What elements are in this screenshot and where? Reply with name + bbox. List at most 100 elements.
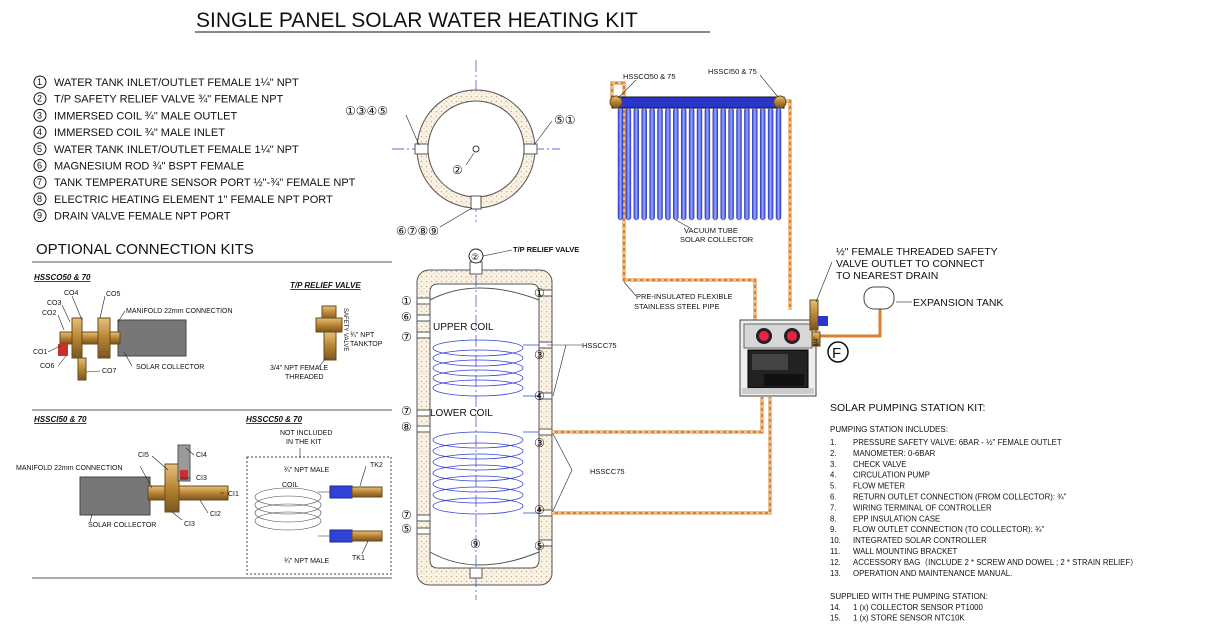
supplied-heading: SUPPLIED WITH THE PUMPING STATION: <box>830 592 988 601</box>
svg-text:CO4: CO4 <box>64 290 79 297</box>
svg-text:②: ② <box>471 252 479 262</box>
legend-number: 8 <box>37 194 42 204</box>
svg-text:VALVE OUTLET TO CONNECT: VALVE OUTLET TO CONNECT <box>836 258 985 270</box>
vacuum-tube <box>720 107 726 221</box>
svg-text:TANKTOP: TANKTOP <box>350 341 383 348</box>
legend-number-circle <box>33 209 47 223</box>
includes-item: MANOMETER: 0-6BAR <box>853 449 936 458</box>
tank-port-label: ⑤ <box>534 539 545 553</box>
tank-port-label: ④ <box>534 503 545 517</box>
vacuum-tube <box>657 107 663 221</box>
legend-number: 7 <box>37 177 42 187</box>
includes-item: WIRING TERMINAL OF CONTROLLER <box>853 503 992 512</box>
tank-port-label: ④ <box>534 389 545 403</box>
tp-relief-valve-kit: T/P RELIEF VALVE SAFETY VALVE ¾" NPT TAN… <box>270 281 383 381</box>
lower-coil <box>432 431 540 515</box>
svg-text:HSSCC75: HSSCC75 <box>582 341 617 350</box>
includes-item: INTEGRATED SOLAR CONTROLLER <box>853 536 987 545</box>
svg-text:LOWER COIL: LOWER COIL <box>430 408 493 419</box>
svg-text:MANIFOLD 22mm CONNECTION: MANIFOLD 22mm CONNECTION <box>16 465 123 472</box>
vacuum-tube <box>760 107 766 221</box>
vacuum-tube <box>775 107 782 221</box>
svg-text:F: F <box>832 345 841 362</box>
includes-heading: PUMPING STATION INCLUDES: <box>830 425 948 434</box>
includes-item: EPP INSULATION CASE <box>853 514 940 523</box>
svg-text:SOLAR COLLECTOR: SOLAR COLLECTOR <box>88 522 156 529</box>
svg-text:3/4": 3/4" <box>814 337 820 347</box>
svg-text:TK2: TK2 <box>370 462 383 469</box>
legend-item: WATER TANK INLET/OUTLET FEMALE 1¼" NPT <box>54 77 299 89</box>
legend-item: DRAIN VALVE FEMALE NPT PORT <box>54 211 231 223</box>
page-title: SINGLE PANEL SOLAR WATER HEATING KIT <box>196 9 638 32</box>
vacuum-tube <box>767 107 774 221</box>
pumping-station: F 3/4" <box>739 299 849 397</box>
tank-port-label: ⑦ <box>401 404 412 418</box>
svg-text:VACUUM TUBE: VACUUM TUBE <box>684 226 738 235</box>
legend-number: 9 <box>37 211 42 221</box>
optional-kits-heading: OPTIONAL CONNECTION KITS <box>36 241 254 258</box>
includes-number: 3. <box>830 460 837 469</box>
svg-text:IN THE KIT: IN THE KIT <box>286 439 322 446</box>
safety-valve-note: ½" FEMALE THREADED SAFETY VALVE OUTLET T… <box>815 246 998 303</box>
vacuum-tube <box>688 107 695 221</box>
svg-text:CO7: CO7 <box>102 368 117 375</box>
legend-item: ELECTRIC HEATING ELEMENT 1" FEMALE NPT P… <box>54 194 333 206</box>
svg-text:STAINLESS STEEL PIPE: STAINLESS STEEL PIPE <box>634 302 719 311</box>
vacuum-tube-collector: HSSCO50 & 75 HSSCI50 & 75 VACUUM TUBE SO… <box>609 67 787 311</box>
includes-item: OPERATION AND MAINTENANCE MANUAL. <box>853 569 1012 578</box>
svg-text:CI3: CI3 <box>196 475 207 482</box>
includes-item: WALL MOUNTING BRACKET <box>853 547 957 556</box>
svg-text:CI5: CI5 <box>138 452 149 459</box>
hssci-kit: HSSCI50 & 70 CI5 CI4 CI3 CI1 CI2 CI3 MAN… <box>16 415 239 529</box>
includes-list: 1.PRESSURE SAFETY VALVE: 6BAR - ½" FEMAL… <box>830 438 1138 578</box>
svg-text:CO6: CO6 <box>40 363 55 370</box>
includes-number: 11. <box>830 547 840 556</box>
vacuum-tube <box>752 107 758 221</box>
svg-text:MANIFOLD 22mm CONNECTION: MANIFOLD 22mm CONNECTION <box>126 308 233 315</box>
includes-number: 8. <box>830 514 837 523</box>
includes-item: CHECK VALVE <box>853 460 906 469</box>
svg-text:SOLAR COLLECTOR: SOLAR COLLECTOR <box>136 364 204 371</box>
includes-number: 7. <box>830 503 837 512</box>
includes-number: 12. <box>830 558 841 567</box>
tank-port-label: ⑥ <box>401 310 412 324</box>
tank-port-label: ⑦ <box>401 508 412 522</box>
svg-text:UPPER COIL: UPPER COIL <box>433 322 494 333</box>
hssco-kit: HSSCO50 & 70 CO4 CO5 CO3 CO2 CO1 CO6 CO7… <box>33 273 233 381</box>
vacuum-tube <box>704 107 711 221</box>
legend-number-circle <box>33 175 47 189</box>
expansion-tank: EXPANSION TANK <box>863 286 1003 310</box>
svg-text:T/P RELIEF VALVE: T/P RELIEF VALVE <box>513 245 579 254</box>
svg-text:TK1: TK1 <box>352 555 365 562</box>
vacuum-tube <box>728 107 734 221</box>
supplied-item: 1 (x) STORE SENSOR NTC10K <box>853 614 965 623</box>
legend-item: MAGNESIUM ROD ¾" BSPT FEMALE <box>54 161 244 173</box>
svg-text:CO1: CO1 <box>33 349 48 356</box>
includes-item: FLOW OUTLET CONNECTION (TO COLLECTOR): ¾… <box>853 525 1044 534</box>
tp-port <box>469 261 483 275</box>
svg-text:⑨: ⑨ <box>470 537 481 551</box>
svg-text:EXPANSION TANK: EXPANSION TANK <box>913 297 1003 309</box>
includes-number: 9. <box>830 525 837 534</box>
supplied-number: 14. <box>830 603 841 612</box>
tank-port-label: ③ <box>534 348 545 362</box>
svg-text:SOLAR COLLECTOR: SOLAR COLLECTOR <box>680 235 754 244</box>
includes-number: 2. <box>830 449 837 458</box>
supplied-number: 15. <box>830 614 841 623</box>
water-tank: ② T/P RELIEF VALVE UPPER COIL LOWER COIL <box>401 245 625 600</box>
legend-number: 6 <box>37 161 42 171</box>
includes-number: 4. <box>830 471 837 480</box>
solar-collector-block <box>117 319 187 357</box>
tank-port-label: ⑧ <box>401 420 412 434</box>
svg-text:PRE-INSULATED FLEXIBLE: PRE-INSULATED FLEXIBLE <box>636 292 733 301</box>
legend-number-circle <box>33 142 47 156</box>
svg-text:CI1: CI1 <box>228 491 239 498</box>
vacuum-tube <box>617 107 624 221</box>
legend-item: T/P SAFETY RELIEF VALVE ¾" FEMALE NPT <box>54 94 284 106</box>
station-kit-heading: SOLAR PUMPING STATION KIT: <box>830 402 985 414</box>
legend-item: WATER TANK INLET/OUTLET FEMALE 1¼" NPT <box>54 144 299 156</box>
svg-text:COIL: COIL <box>282 482 298 489</box>
svg-text:THREADED: THREADED <box>285 374 324 381</box>
